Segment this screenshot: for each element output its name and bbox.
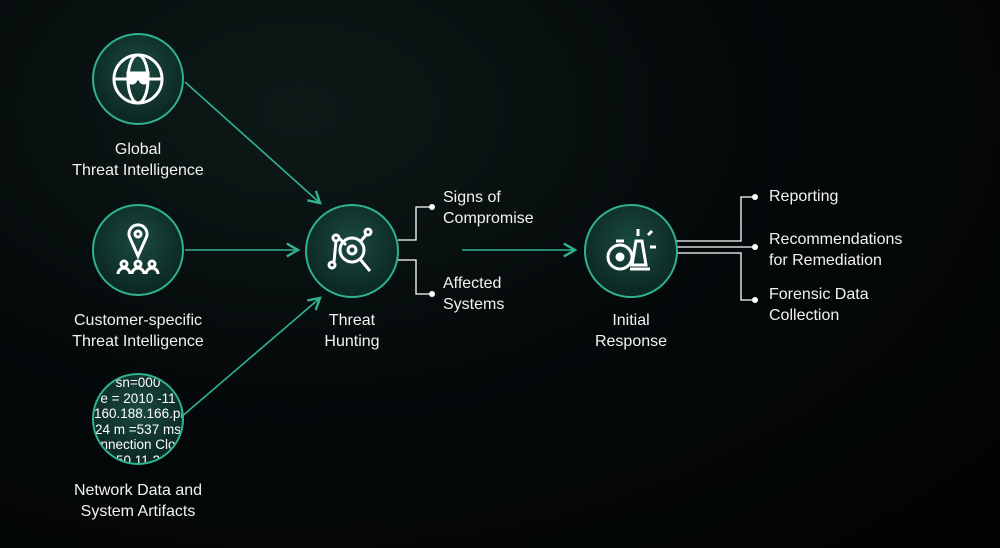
response-node (584, 204, 678, 298)
arrow-global-to-hunting (184, 81, 322, 205)
dot (429, 291, 435, 297)
output-reporting: Reporting (769, 188, 839, 205)
dot (752, 194, 758, 200)
branch-forensic (676, 252, 755, 301)
customer-node (92, 204, 184, 296)
dot (752, 297, 758, 303)
branch-signs (398, 206, 432, 241)
branch-reporting (676, 196, 755, 242)
hunting-node (305, 204, 399, 298)
global-node (92, 33, 184, 125)
threat-hunting-icon (327, 227, 373, 272)
globe-icon (112, 53, 164, 105)
stopwatch-alarm-icon (606, 229, 656, 271)
dot (752, 244, 758, 250)
dot (429, 204, 435, 210)
branch-affected (398, 259, 432, 295)
arrow-network-to-hunting (179, 296, 322, 419)
location-pin-people-icon (116, 223, 160, 275)
